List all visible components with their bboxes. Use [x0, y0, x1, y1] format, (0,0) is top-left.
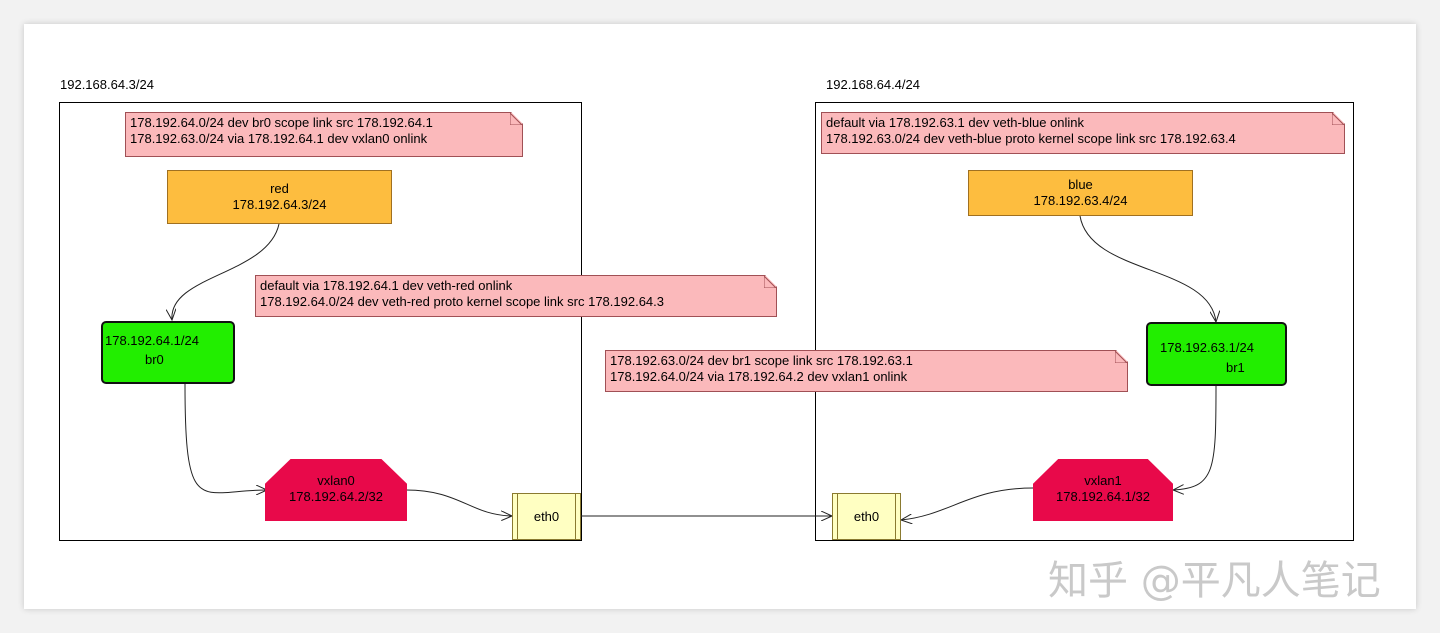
br1-bridge: 178.192.63.1/24 br1 — [1146, 322, 1287, 386]
note-line: 178.192.64.0/24 dev br0 scope link src 1… — [130, 115, 433, 130]
note-line: 178.192.64.0/24 via 178.192.64.2 dev vxl… — [610, 369, 908, 384]
vxlan1-interface: vxlan1 178.192.64.1/32 — [1033, 459, 1173, 521]
eth-label: eth0 — [853, 509, 880, 524]
vxlan0-interface: vxlan0 178.192.64.2/32 — [265, 459, 407, 521]
br0-bridge: 178.192.64.1/24 br0 — [101, 321, 235, 384]
vxlan-ip: 178.192.64.2/32 — [289, 489, 383, 504]
left-route-note: 178.192.64.0/24 dev br0 scope link src 1… — [125, 112, 523, 157]
note-line: 178.192.63.0/24 dev veth-blue proto kern… — [826, 131, 1236, 146]
vxlan-name: vxlan1 — [1084, 473, 1122, 488]
bridge-name: br0 — [145, 352, 164, 367]
bridge-name: br1 — [1226, 360, 1245, 375]
namespace-ip: 178.192.63.4/24 — [1033, 193, 1128, 208]
blue-namespace: blue 178.192.63.4/24 — [968, 170, 1193, 216]
blue-to-br1-link — [1079, 215, 1216, 322]
right-host-label: 192.168.64.4/24 — [826, 77, 920, 92]
right-eth0-interface: eth0 — [832, 493, 901, 540]
namespace-ip: 178.192.64.3/24 — [232, 197, 327, 212]
right-route-note: default via 178.192.63.1 dev veth-blue o… — [821, 112, 1345, 154]
red-namespace: red 178.192.64.3/24 — [167, 170, 392, 224]
namespace-name: blue — [1068, 177, 1093, 192]
namespace-name: red — [270, 181, 289, 196]
vxlan0-to-eth0-link — [405, 489, 512, 516]
br1-route-note: 178.192.63.0/24 dev br1 scope link src 1… — [605, 350, 1128, 392]
left-eth0-interface: eth0 — [512, 493, 581, 540]
eth-label: eth0 — [533, 509, 560, 524]
br0-to-vxlan0-link — [184, 383, 267, 493]
vxlan1-to-eth0-link — [901, 487, 1034, 520]
bridge-ip: 178.192.63.1/24 — [1160, 340, 1254, 355]
left-host-label: 192.168.64.3/24 — [60, 77, 154, 92]
red-to-br0-link — [172, 223, 280, 320]
vxlan-name: vxlan0 — [317, 473, 355, 488]
red-namespace-route-note: default via 178.192.64.1 dev veth-red on… — [255, 275, 777, 317]
bridge-ip: 178.192.64.1/24 — [105, 333, 199, 348]
br1-to-vxlan1-link — [1173, 385, 1217, 490]
watermark: 知乎 @平凡人笔记 — [1048, 558, 1381, 604]
note-line: 178.192.63.0/24 dev br1 scope link src 1… — [610, 353, 913, 368]
note-line: default via 178.192.64.1 dev veth-red on… — [260, 278, 513, 293]
note-line: default via 178.192.63.1 dev veth-blue o… — [826, 115, 1085, 130]
note-line: 178.192.64.0/24 dev veth-red proto kerne… — [260, 294, 664, 309]
note-line: 178.192.63.0/24 via 178.192.64.1 dev vxl… — [130, 131, 428, 146]
vxlan-ip: 178.192.64.1/32 — [1056, 489, 1150, 504]
